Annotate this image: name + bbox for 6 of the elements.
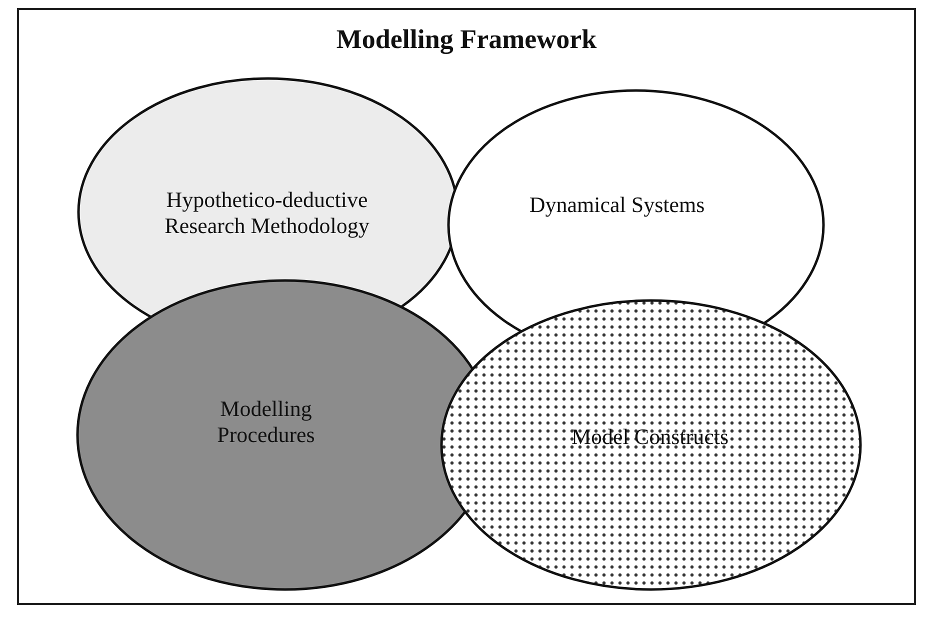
frame-box bbox=[17, 8, 916, 605]
ellipse-label: Modelling Procedures bbox=[216, 396, 316, 449]
ellipse-label: Model Constructs bbox=[570, 424, 730, 450]
ellipse-label: Hypothetico-deductive Research Methodology bbox=[164, 187, 370, 240]
frame-title: Modelling Framework bbox=[336, 24, 597, 55]
ellipse-label: Dynamical Systems bbox=[528, 192, 706, 218]
